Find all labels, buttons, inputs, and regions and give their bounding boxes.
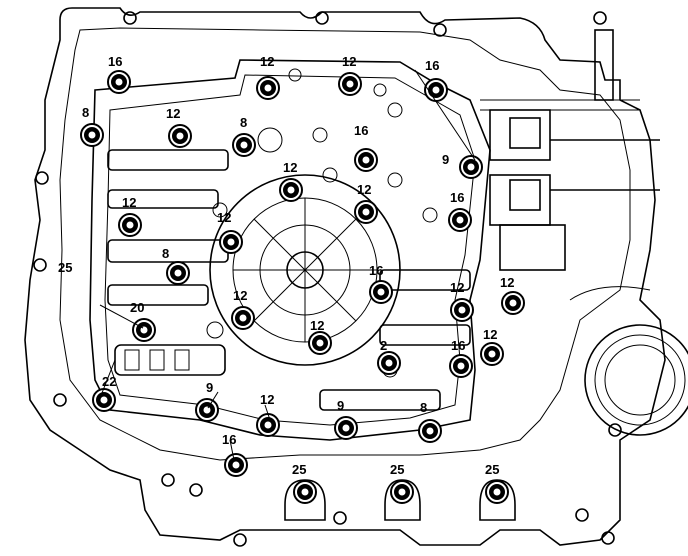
torque-label-l15: 8 bbox=[162, 246, 169, 261]
valve-body-inner bbox=[104, 74, 476, 426]
bolt bbox=[448, 208, 472, 232]
solenoid-assembly bbox=[480, 29, 660, 301]
bolt bbox=[166, 261, 190, 285]
torque-label-l6: 12 bbox=[166, 106, 180, 121]
case-holes bbox=[33, 11, 622, 547]
torque-label-l12: 16 bbox=[450, 190, 464, 205]
bolt bbox=[338, 72, 362, 96]
bolt bbox=[480, 342, 504, 366]
bolt bbox=[377, 351, 401, 375]
bolt bbox=[231, 306, 255, 330]
torque-label-l4: 16 bbox=[425, 58, 439, 73]
bolt bbox=[107, 70, 131, 94]
bolt bbox=[334, 416, 358, 440]
torque-label-l5: 8 bbox=[82, 105, 89, 120]
torque-label-l19: 12 bbox=[500, 275, 514, 290]
bolt bbox=[354, 200, 378, 224]
torque-label-l18: 12 bbox=[450, 280, 464, 295]
bolt bbox=[224, 453, 248, 477]
bolt bbox=[92, 388, 116, 412]
bolt bbox=[450, 298, 474, 322]
torque-label-l20: 20 bbox=[130, 300, 144, 315]
bolt bbox=[485, 480, 509, 504]
torque-label-l24: 2 bbox=[380, 338, 387, 353]
bolts-group bbox=[80, 70, 525, 504]
bolt bbox=[232, 133, 256, 157]
bolt bbox=[118, 213, 142, 237]
torque-label-l9: 9 bbox=[442, 152, 449, 167]
bolt bbox=[168, 124, 192, 148]
valve-body-plate bbox=[89, 59, 491, 441]
bolt bbox=[308, 331, 332, 355]
torque-label-l27: 9 bbox=[337, 398, 344, 413]
bolt bbox=[369, 280, 393, 304]
leader-lines bbox=[99, 69, 476, 461]
bolt bbox=[390, 480, 414, 504]
torque-label-l34: 25 bbox=[58, 260, 72, 275]
torque-label-l29: 12 bbox=[260, 392, 274, 407]
torque-label-l3: 12 bbox=[342, 54, 356, 69]
bolt bbox=[418, 419, 442, 443]
bolt bbox=[279, 178, 303, 202]
torque-label-l10: 12 bbox=[283, 160, 297, 175]
torque-label-l33: 25 bbox=[485, 462, 499, 477]
bolt bbox=[195, 398, 219, 422]
torque-label-l16: 16 bbox=[369, 263, 383, 278]
torque-label-l23: 22 bbox=[102, 374, 116, 389]
case-inner-outline bbox=[59, 27, 631, 461]
torque-label-l11: 12 bbox=[357, 182, 371, 197]
bolt bbox=[501, 291, 525, 315]
torque-label-l30: 16 bbox=[222, 432, 236, 447]
bolt bbox=[80, 123, 104, 147]
bolt bbox=[219, 230, 243, 254]
torque-label-l14: 12 bbox=[217, 210, 231, 225]
torque-label-l31: 25 bbox=[292, 462, 306, 477]
bolt bbox=[293, 480, 317, 504]
torque-label-l17: 12 bbox=[233, 288, 247, 303]
torque-label-l2: 12 bbox=[260, 54, 274, 69]
torque-label-l7: 8 bbox=[240, 115, 247, 130]
torque-label-l1: 16 bbox=[108, 54, 122, 69]
torque-label-l28: 8 bbox=[420, 400, 427, 415]
torque-label-l21: 12 bbox=[310, 318, 324, 333]
torque-label-l8: 16 bbox=[354, 123, 368, 138]
bolt bbox=[354, 148, 378, 172]
valve-spools bbox=[107, 149, 471, 411]
torque-labels-group: 16 12 12 16 8 12 8 16 9 12 12 16 12 12 8 16 12 12 12 20 12 12… bbox=[58, 54, 514, 477]
bolt bbox=[459, 155, 483, 179]
torque-label-l32: 25 bbox=[390, 462, 404, 477]
torque-label-l22: 12 bbox=[483, 327, 497, 342]
bearing-housing bbox=[584, 324, 688, 436]
torque-label-l25: 16 bbox=[451, 338, 465, 353]
bolt bbox=[132, 318, 156, 342]
bolt bbox=[256, 413, 280, 437]
torque-label-l13: 12 bbox=[122, 195, 136, 210]
torque-label-l26: 9 bbox=[206, 380, 213, 395]
bolt bbox=[256, 76, 280, 100]
bolt bbox=[449, 354, 473, 378]
